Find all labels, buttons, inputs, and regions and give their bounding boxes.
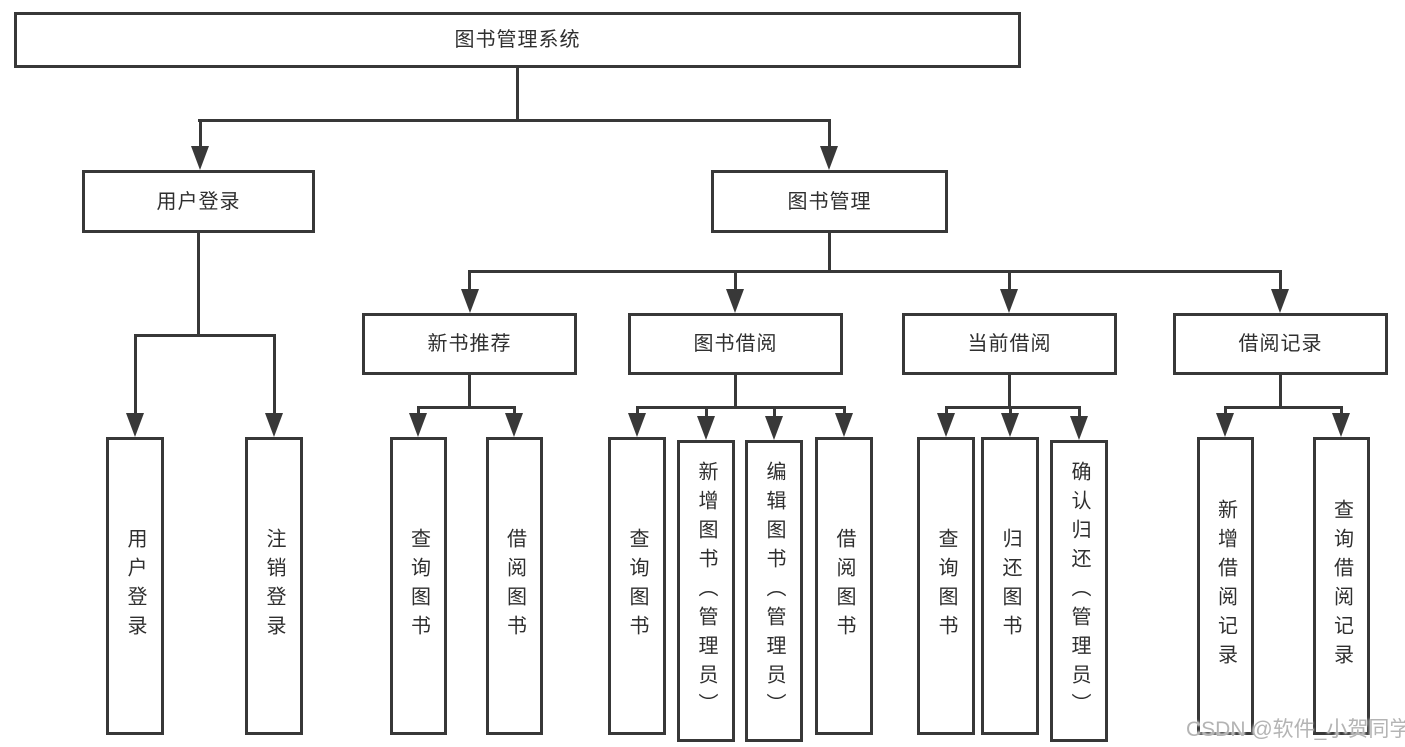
node-new-book-recommendation: 新书推荐 <box>362 313 577 375</box>
connector-drop-book-management <box>828 119 831 151</box>
arrow-down-icon <box>820 146 838 170</box>
leaf-logout: 注销登录 <box>245 437 303 735</box>
leaf-borrow-books-borrowing: 借阅图书 <box>815 437 873 735</box>
arrow-down-icon <box>1001 413 1019 437</box>
connector-drop <box>1008 406 1012 417</box>
connector-root-hbar <box>198 119 831 122</box>
arrow-down-icon <box>126 413 144 437</box>
leaf-add-book-admin: 新增图书（管理员） <box>677 440 735 742</box>
connector-drop <box>705 406 708 419</box>
connector-drop <box>513 406 516 417</box>
node-root: 图书管理系统 <box>14 12 1021 68</box>
arrow-down-icon <box>835 413 853 437</box>
connector-drop-current-borrowing <box>1008 270 1011 294</box>
connector-drop-borrow-records <box>1279 270 1282 294</box>
leaf-query-books-current: 查询图书 <box>917 437 975 735</box>
leaf-query-borrow-record: 查询借阅记录 <box>1313 437 1370 735</box>
leaf-confirm-return-admin: 确认归还（管理员） <box>1050 440 1108 742</box>
arrow-down-icon <box>265 413 283 437</box>
connector-bookmgmt-stem <box>828 231 831 273</box>
connector-bookborrow-stem <box>734 373 737 409</box>
arrow-down-icon <box>1000 289 1018 313</box>
connector-records-stem <box>1279 373 1282 409</box>
connector-drop <box>843 406 846 417</box>
node-borrowing-records: 借阅记录 <box>1173 313 1388 375</box>
arrow-down-icon <box>191 146 209 170</box>
connector-userlogin-stem <box>197 231 200 337</box>
arrow-down-icon <box>1216 413 1234 437</box>
connector-drop-leaf-logout <box>272 334 276 417</box>
connector-drop-user-login <box>198 119 202 151</box>
connector-records-hbar <box>1224 406 1342 409</box>
connector-drop-book-borrowing <box>734 270 737 294</box>
arrow-down-icon <box>937 413 955 437</box>
connector-drop <box>417 406 420 417</box>
arrow-down-icon <box>628 413 646 437</box>
connector-newbook-hbar <box>417 406 516 409</box>
leaf-add-borrow-record: 新增借阅记录 <box>1197 437 1254 735</box>
connector-drop <box>773 406 776 419</box>
leaf-query-books-recommend: 查询图书 <box>390 437 447 735</box>
arrow-down-icon <box>461 289 479 313</box>
leaf-return-books: 归还图书 <box>981 437 1039 735</box>
connector-drop <box>944 406 948 417</box>
connector-drop <box>1077 406 1081 419</box>
connector-drop <box>636 406 639 417</box>
connector-currentborrow-hbar <box>944 406 1081 409</box>
leaf-edit-book-admin: 编辑图书（管理员） <box>745 440 803 742</box>
node-book-management: 图书管理 <box>711 170 948 233</box>
connector-bookborrow-hbar <box>636 406 846 409</box>
arrow-down-icon <box>1332 413 1350 437</box>
leaf-query-books-borrowing: 查询图书 <box>608 437 666 735</box>
arrow-down-icon <box>1070 416 1088 440</box>
connector-root-stem <box>516 66 519 122</box>
arrow-down-icon <box>1271 289 1289 313</box>
connector-drop-leaf-user-login <box>133 334 137 417</box>
connector-drop <box>1224 406 1227 417</box>
watermark: CSDN @软件_小贺同学 <box>1186 718 1405 741</box>
node-current-borrowing: 当前借阅 <box>902 313 1117 375</box>
arrow-down-icon <box>409 413 427 437</box>
connector-drop-new-book <box>468 270 471 294</box>
connector-currentborrow-stem <box>1008 373 1011 409</box>
node-user-login: 用户登录 <box>82 170 315 233</box>
connector-bookmgmt-hbar <box>468 270 1282 273</box>
arrow-down-icon <box>697 416 715 440</box>
leaf-borrow-books-recommend: 借阅图书 <box>486 437 543 735</box>
node-book-borrowing: 图书借阅 <box>628 313 843 375</box>
arrow-down-icon <box>505 413 523 437</box>
arrow-down-icon <box>765 416 783 440</box>
connector-userlogin-hbar <box>133 334 275 337</box>
connector-newbook-stem <box>468 373 471 409</box>
connector-drop <box>1340 406 1343 417</box>
arrow-down-icon <box>726 289 744 313</box>
leaf-user-login: 用户登录 <box>106 437 164 735</box>
